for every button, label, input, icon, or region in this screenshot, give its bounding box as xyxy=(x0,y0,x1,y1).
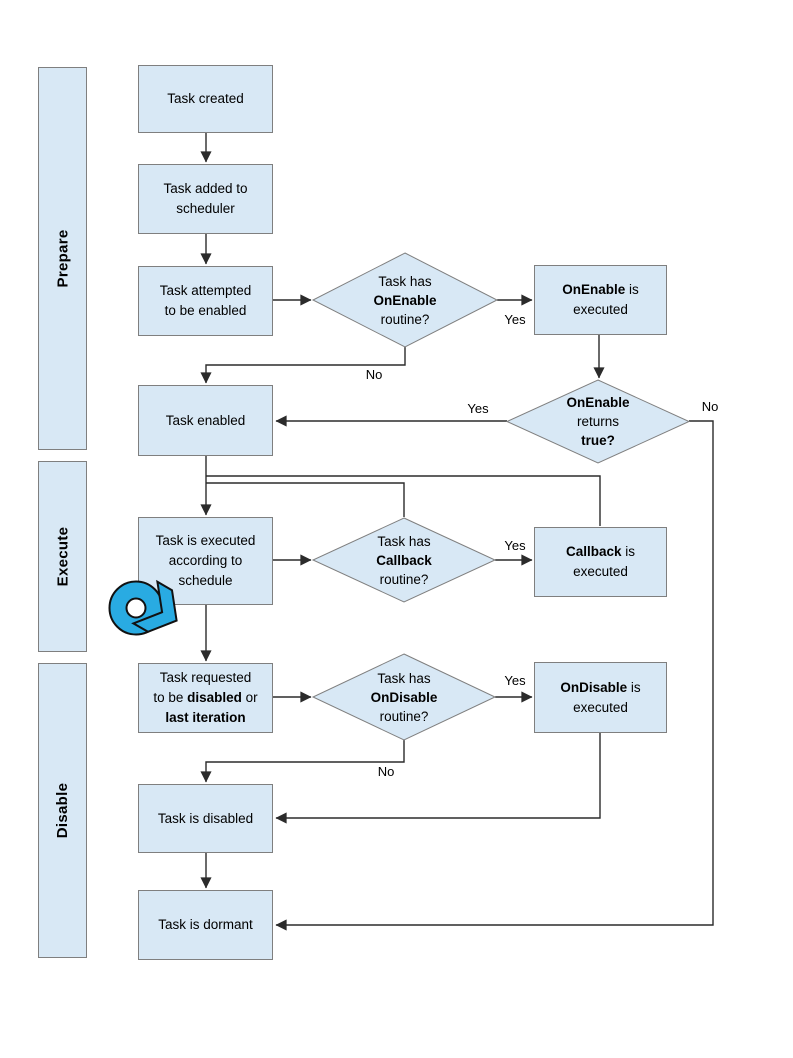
label-returns-true-yes: Yes xyxy=(467,401,489,416)
node-ondisable-executed: OnDisable is executed xyxy=(534,662,667,733)
edge-hasondisable-no xyxy=(200,740,405,783)
node-task-attempted-enabled: Task attempted to be enabled xyxy=(138,266,273,336)
lane-execute-label: Execute xyxy=(54,526,72,587)
decision-has-onenable-label: Task has OnEnable routine? xyxy=(373,273,437,327)
edge-loop-to-callbackexec xyxy=(206,475,601,526)
node-callback-executed: Callback is executed xyxy=(534,527,667,597)
label-has-ondisable-no: No xyxy=(377,764,395,779)
decision-has-ondisable-shape xyxy=(311,653,497,741)
edge-returnstrue-no xyxy=(275,420,714,931)
decision-has-callback-shape xyxy=(311,517,497,603)
edge-loop-to-hascallback xyxy=(206,482,405,517)
node-task-disabled: Task is disabled xyxy=(138,784,273,853)
lane-execute: Execute xyxy=(38,461,87,652)
edge-ondisableexec-to-disabled xyxy=(275,733,601,824)
node-task-added-to-scheduler: Task added to scheduler xyxy=(138,164,273,234)
decision-onenable-returns-true-shape xyxy=(505,379,691,464)
decision-onenable-returns-true-label: OnEnable returns true? xyxy=(566,395,630,448)
decision-has-callback-label: Task has Callback routine? xyxy=(376,533,432,587)
label-has-callback-yes: Yes xyxy=(504,538,526,553)
label-has-onenable-yes: Yes xyxy=(504,312,526,327)
decision-has-onenable-shape xyxy=(311,252,499,348)
lane-prepare: Prepare xyxy=(38,67,87,450)
lane-disable: Disable xyxy=(38,663,87,958)
label-has-onenable-no: No xyxy=(365,367,383,382)
edge-hasonenable-no xyxy=(200,347,406,384)
node-onenable-executed: OnEnable is executed xyxy=(534,265,667,335)
decision-has-ondisable-label: Task has OnDisable routine? xyxy=(370,670,438,724)
node-task-dormant: Task is dormant xyxy=(138,890,273,960)
node-task-created: Task created xyxy=(138,65,273,133)
node-task-enabled: Task enabled xyxy=(138,385,273,456)
lane-prepare-label: Prepare xyxy=(54,229,72,288)
node-task-requested-disabled: Task requested to be disabled or last it… xyxy=(138,663,273,733)
label-returns-true-no: No xyxy=(701,399,719,414)
label-has-ondisable-yes: Yes xyxy=(504,673,526,688)
lane-disable-label: Disable xyxy=(54,782,71,839)
node-task-executed-schedule: Task is executed according to schedule xyxy=(138,517,273,605)
